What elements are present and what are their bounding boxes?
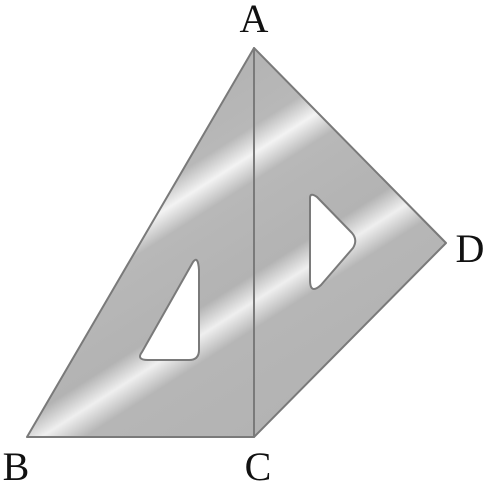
vertex-label-c: C — [245, 444, 272, 484]
vertex-label-a: A — [240, 0, 269, 41]
right-set-square — [253, 47, 447, 438]
triangle-abc — [26, 47, 255, 438]
left-set-square — [26, 47, 255, 438]
triangle-acd — [253, 47, 447, 438]
vertex-label-b: B — [3, 444, 30, 484]
vertex-label-d: D — [456, 226, 485, 271]
